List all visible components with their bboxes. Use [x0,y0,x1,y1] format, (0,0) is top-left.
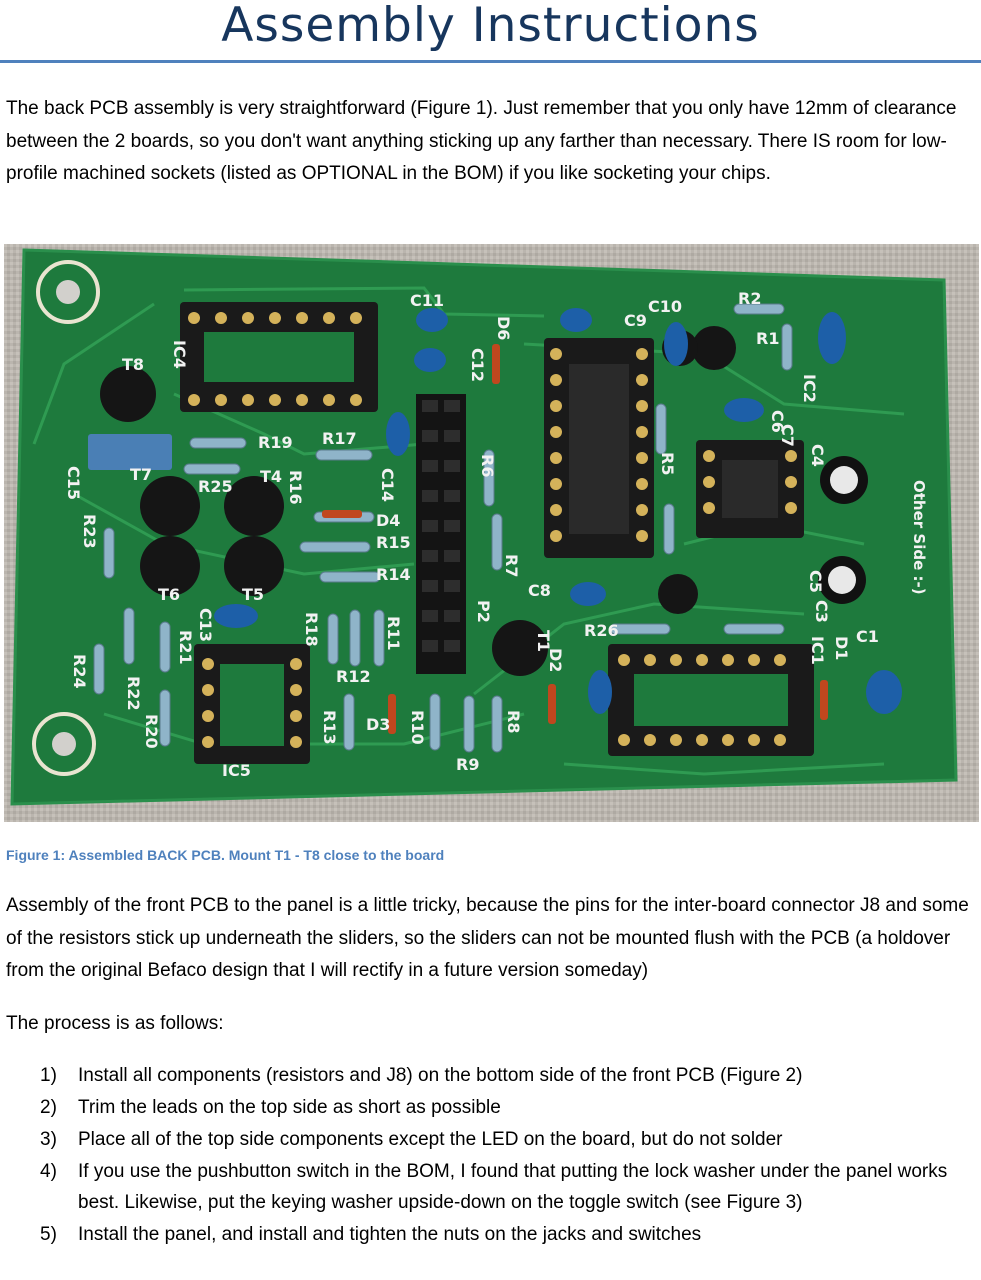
silk-label: C8 [528,581,551,600]
silk-label: R12 [336,667,371,686]
silk-label: R26 [584,621,619,640]
silk-label: R13 [320,710,339,745]
front-pcb-paragraph: Assembly of the front PCB to the panel i… [6,895,969,981]
figure-caption: Figure 1: Assembled BACK PCB. Mount T1 -… [6,847,445,863]
step-number: 2) [40,1097,57,1118]
step-number: 1) [40,1065,57,1086]
silk-label: R24 [70,654,89,689]
silk-label: R2 [738,289,761,308]
pcb-photo: IC4 T8 C15 C11 C12 D6 C10 C9 R2 R1 IC2 R… [4,244,979,822]
silk-label: C5 [806,570,825,593]
silk-label: D2 [546,648,565,672]
silk-label: R15 [376,533,411,552]
step-number: 5) [40,1224,57,1245]
silk-label: T8 [122,355,144,374]
step-text: Trim the leads on the top side as short … [78,1097,501,1118]
step-text: If you use the pushbutton switch in the … [78,1161,948,1213]
silk-label: C6 [768,410,787,433]
silk-label: C4 [808,444,827,467]
silk-label: T4 [260,467,282,486]
silk-label: C15 [64,466,83,500]
step-text: Install all components (resistors and J8… [78,1065,803,1086]
silk-label: P2 [474,600,493,623]
silk-label: D3 [366,715,390,734]
silk-label: IC4 [170,340,189,369]
silk-label: R25 [198,477,233,496]
silk-label: T1 [534,630,553,652]
silk-label: IC2 [800,374,819,403]
silk-label: C10 [648,297,682,316]
silk-label: C13 [196,608,215,642]
process-intro: The process is as follows: [6,1013,224,1034]
step-number: 3) [40,1129,57,1150]
silk-label: C3 [812,600,831,623]
silk-label: R6 [478,454,497,477]
silk-label: R10 [408,710,427,745]
silk-label: R14 [376,565,411,584]
list-item: 4) If you use the pushbutton switch in th… [0,1156,981,1218]
silk-label: D1 [832,636,851,660]
silk-label: C12 [468,348,487,382]
page-title: Assembly Instructions [221,0,760,53]
silk-label: R23 [80,514,99,549]
silk-label: R20 [142,714,161,749]
silk-label: C14 [378,468,397,502]
silk-label: T6 [158,585,180,604]
step-text: Place all of the top side components exc… [78,1129,783,1150]
intro-paragraph: The back PCB assembly is very straightfo… [6,98,957,184]
silk-label: D6 [494,316,513,340]
steps-list: 1) Install all components (resistors and … [0,1060,981,1251]
silk-label: C11 [410,291,444,310]
silk-label: R8 [504,710,523,733]
step-text: Install the panel, and install and tight… [78,1224,702,1245]
silk-label: T7 [130,465,152,484]
silk-label: R11 [384,616,403,651]
silk-label: C1 [856,627,879,646]
silk-label: R1 [756,329,779,348]
list-item: 5) Install the panel, and install and tig… [0,1219,981,1250]
silk-label: R9 [456,755,479,774]
board-note: Other Side :-) [910,480,928,595]
step-number: 4) [40,1161,57,1182]
title-underline [0,60,981,63]
silk-label: T5 [242,585,264,604]
list-item: 2) Trim the leads on the top side as shor… [0,1092,981,1123]
silk-label: IC1 [808,636,827,665]
silk-label: R21 [176,630,195,665]
silk-label: R18 [302,612,321,647]
silk-label: D4 [376,511,400,530]
silk-label: R19 [258,433,293,452]
list-item: 1) Install all components (resistors and … [0,1060,981,1091]
mounting-holes [32,260,100,776]
silk-label: R7 [502,554,521,577]
silk-label: C7 [778,424,797,447]
silk-label: IC5 [222,761,251,780]
silk-label: C9 [624,311,647,330]
silk-label: R5 [658,452,677,475]
silk-label: R22 [124,676,143,711]
silk-label: R16 [286,470,305,505]
list-item: 3) Place all of the top side components e… [0,1124,981,1155]
silk-label: R17 [322,429,357,448]
